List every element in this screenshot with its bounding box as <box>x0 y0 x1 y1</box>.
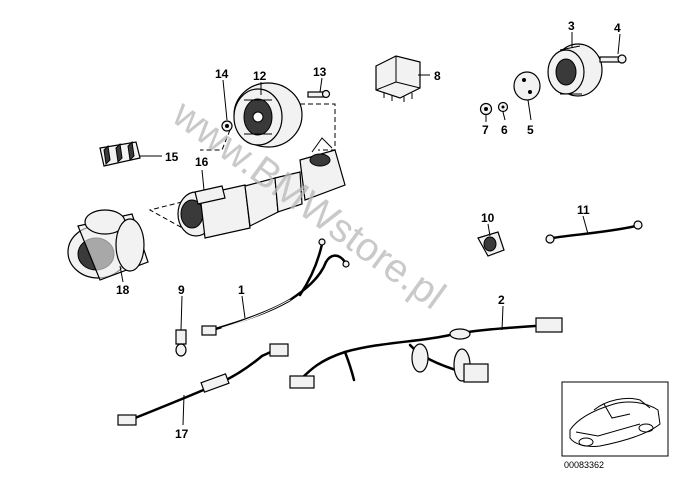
callout-13: 13 <box>313 65 327 79</box>
part-4-screw <box>599 54 627 64</box>
vehicle-inset <box>561 381 669 457</box>
callout-15: 15 <box>165 150 179 164</box>
callout-14: 14 <box>215 67 229 81</box>
part-8-relay <box>375 55 421 102</box>
callout-7: 7 <box>482 123 489 137</box>
callout-4: 4 <box>614 21 621 35</box>
callout-6: 6 <box>501 123 508 137</box>
part-9-bulb <box>175 329 187 357</box>
part-16-trailer-plug <box>177 137 346 239</box>
part-17-adapter-cable <box>117 343 289 426</box>
part-5-plate <box>513 71 541 101</box>
diagram-code: 00083362 <box>564 460 604 470</box>
callout-18: 18 <box>116 283 130 297</box>
callout-5: 5 <box>527 123 534 137</box>
callout-1: 1 <box>238 283 245 297</box>
part-13-screw <box>307 89 331 99</box>
part-12-socket-housing <box>233 82 303 148</box>
leader-lines <box>119 32 621 426</box>
part-3-socket <box>547 43 603 97</box>
callout-11: 11 <box>577 203 590 217</box>
callout-3: 3 <box>568 19 575 33</box>
part-18-socket-with-cap <box>67 209 149 281</box>
part-10-cable-clamp <box>477 231 505 257</box>
callout-8: 8 <box>434 69 441 83</box>
assembly-line-12-16 <box>148 103 336 236</box>
part-1-cable-harness <box>201 238 350 336</box>
part-2-cable-harness <box>289 317 563 389</box>
callout-16: 16 <box>195 155 209 169</box>
part-14-nut <box>221 120 233 132</box>
part-15-clip <box>99 140 141 167</box>
callout-17: 17 <box>175 427 189 441</box>
part-11-ground-strap <box>545 220 643 244</box>
callout-labels: 1 2 3 4 5 6 7 8 9 10 11 12 13 14 15 16 1… <box>116 19 621 441</box>
callout-9: 9 <box>178 283 185 297</box>
callout-12: 12 <box>253 69 267 83</box>
callout-10: 10 <box>481 211 495 225</box>
part-7-nut <box>479 102 493 116</box>
callout-2: 2 <box>498 293 505 307</box>
part-6-washer <box>497 101 509 113</box>
